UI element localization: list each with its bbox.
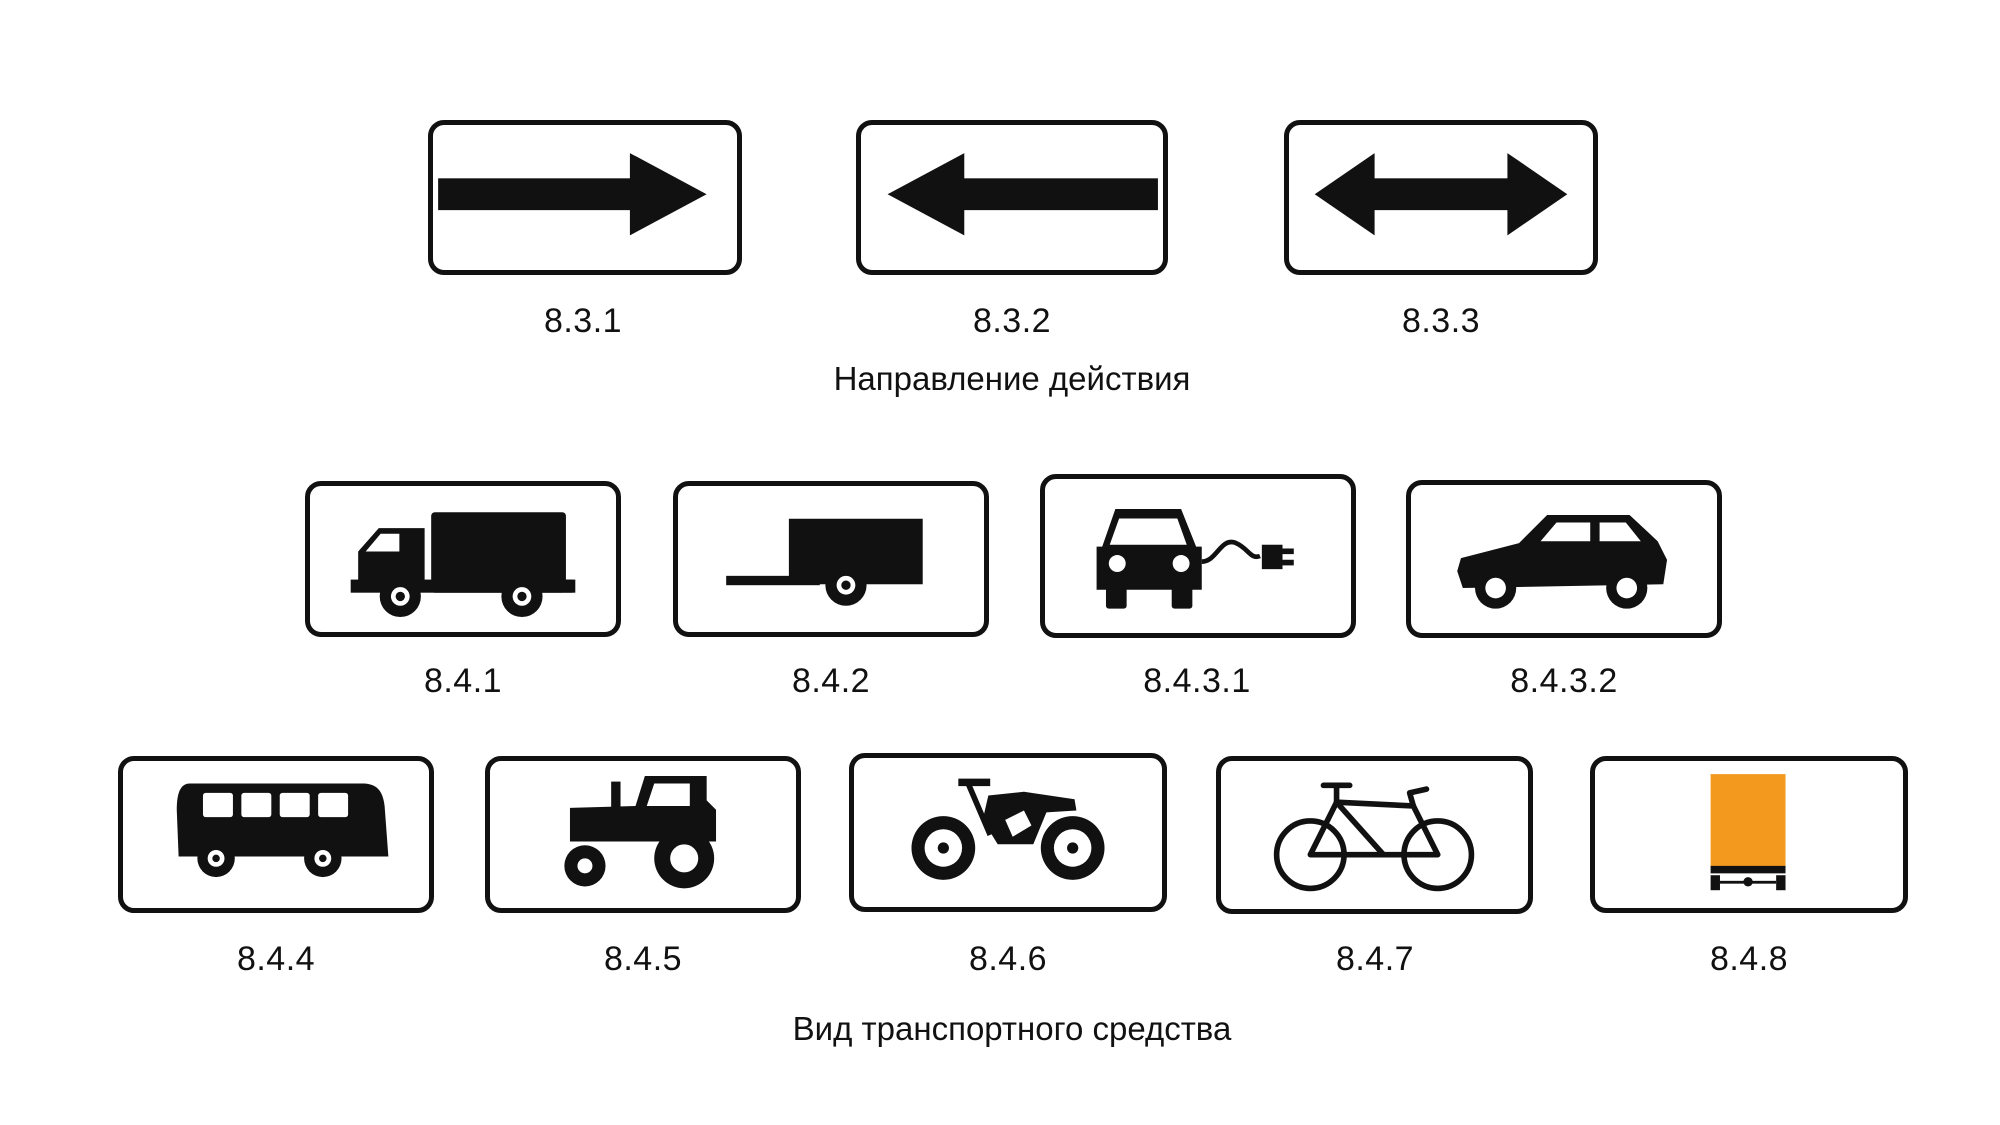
arrow-both-icon — [1314, 153, 1568, 236]
sign-code: 8.3.3 — [1401, 302, 1481, 340]
electric-car-icon — [1096, 509, 1294, 609]
motorcycle-icon — [911, 778, 1105, 880]
sign-8-3-3 — [1284, 120, 1598, 275]
sign-8-3-2 — [856, 120, 1168, 275]
tractor-icon — [564, 775, 717, 889]
sign-8-4-5 — [485, 756, 801, 913]
bicycle-icon — [1273, 782, 1475, 892]
sign-code: 8.4.3.1 — [1143, 662, 1251, 700]
group-caption: Направление действия — [833, 360, 1191, 397]
sign-code: 8.4.8 — [1709, 940, 1789, 978]
sign-code: 8.4.4 — [236, 940, 316, 978]
bus-icon — [176, 783, 389, 878]
arrow-right-icon — [438, 153, 707, 236]
arrow-left-icon — [887, 153, 1158, 236]
sign-code: 8.4.7 — [1335, 940, 1415, 978]
sign-code: 8.4.2 — [791, 662, 871, 700]
sign-8-4-3-2 — [1406, 480, 1722, 638]
sign-code: 8.3.2 — [972, 302, 1052, 340]
sign-8-4-3-1 — [1040, 474, 1356, 638]
truck-icon — [350, 512, 576, 618]
trailer-icon — [726, 518, 923, 606]
sign-code: 8.3.1 — [543, 302, 623, 340]
sign-8-4-8 — [1590, 756, 1908, 913]
sign-8-4-7 — [1216, 756, 1533, 914]
group-caption: Вид транспортного средства — [792, 1010, 1232, 1047]
sign-code: 8.4.6 — [968, 940, 1048, 978]
car-icon — [1457, 514, 1668, 609]
sign-8-3-1 — [428, 120, 742, 275]
sign-code: 8.4.3.2 — [1510, 662, 1618, 700]
sign-8-4-6 — [849, 753, 1167, 912]
sign-code: 8.4.5 — [603, 940, 683, 978]
sign-8-4-4 — [118, 756, 434, 913]
sign-8-4-1 — [305, 481, 621, 637]
sign-8-4-2 — [673, 481, 989, 637]
sign-code: 8.4.1 — [423, 662, 503, 700]
dangerous-goods-plate-icon — [1710, 774, 1786, 891]
